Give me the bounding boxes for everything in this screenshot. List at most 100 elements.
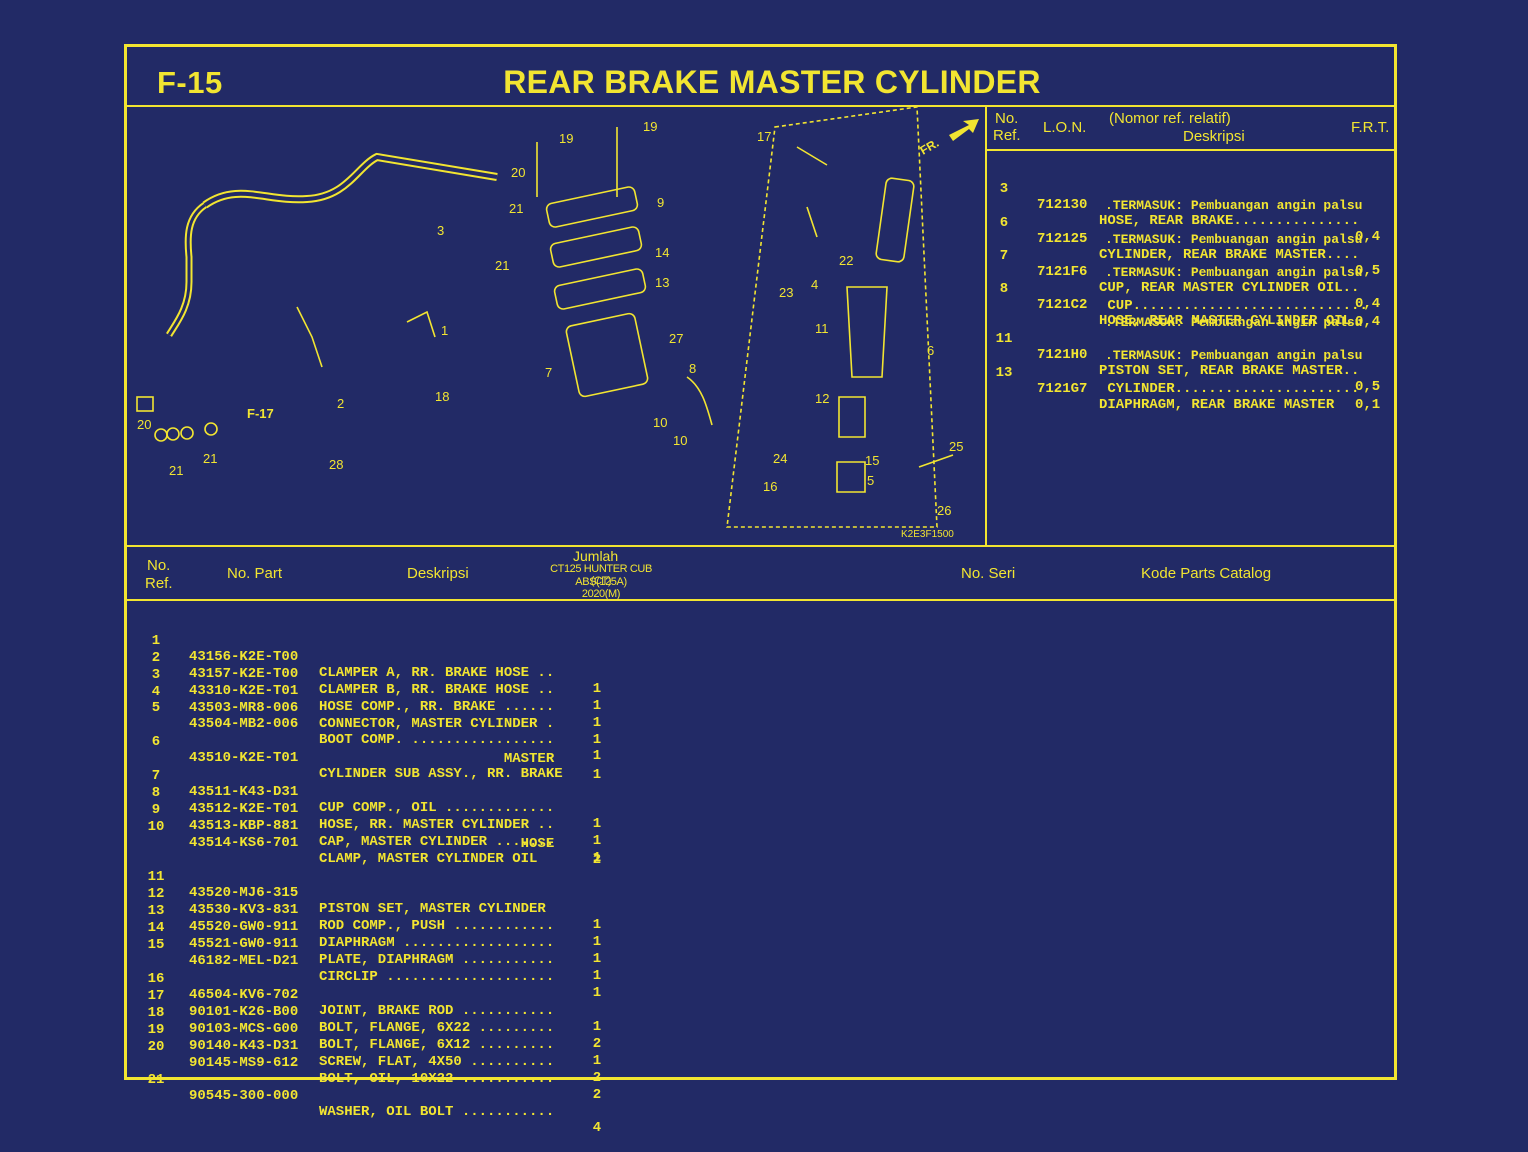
parts-header-ref: Ref. <box>145 575 173 592</box>
table-row: 2 43157-K2E-T00 CLAMPER B, RR. BRAKE HOS… <box>151 650 602 714</box>
diagram-bottom-divider <box>127 545 1394 547</box>
table-row: 4 43503-MR8-006 CONNECTOR, MASTER CYLIND… <box>151 684 602 748</box>
callout-20b: 20 <box>137 417 151 432</box>
callout-24: 24 <box>773 451 787 466</box>
lon-row-note: .TERMASUK: Pembuangan angin palsu <box>1105 348 1363 363</box>
table-row: 12 43530-KV3-831 ROD COMP., PUSH .......… <box>147 886 602 950</box>
table-row: 6 43510-K2E-T01 CYLINDER SUB ASSY., RR. … <box>151 734 563 782</box>
lon-row: 11 7121H0 PISTON SET, REAR BRAKE MASTER.… <box>995 331 1381 395</box>
front-arrow-icon <box>949 119 979 141</box>
parts-header-part: No. Part <box>227 565 283 582</box>
table-row: 14 45521-GW0-911 PLATE, DIAPHRAGM ......… <box>147 920 602 984</box>
page-title: REAR BRAKE MASTER CYLINDER <box>503 64 1041 100</box>
callout-4: 4 <box>811 277 818 292</box>
front-direction-label: FR. <box>918 136 942 158</box>
table-row: 8 43512-K2E-T01 HOSE, RR. MASTER CYLINDE… <box>151 785 602 849</box>
callout-26: 26 <box>937 503 951 518</box>
callout-25: 25 <box>949 439 963 454</box>
parts-header-seri: No. Seri <box>961 565 1016 582</box>
callout-10b: 10 <box>673 433 687 448</box>
callout-18: 18 <box>435 389 449 404</box>
callout-10a: 10 <box>653 415 667 430</box>
callout-27: 27 <box>669 331 683 346</box>
callout-6: 6 <box>927 343 934 358</box>
lon-row-continued: CYLINDER...................... 0,1 <box>1099 381 1381 413</box>
callout-21a: 21 <box>509 201 523 216</box>
parts-header-model: CT125 HUNTER CUB (CT) <box>550 563 652 587</box>
callout-14: 14 <box>655 245 669 260</box>
callout-21b: 21 <box>495 258 509 273</box>
callout-28: 28 <box>329 457 343 472</box>
callout-1: 1 <box>441 323 448 338</box>
callout-9: 9 <box>657 195 664 210</box>
callout-2: 2 <box>337 396 344 411</box>
lon-header-lon: L.O.N. <box>1043 119 1087 136</box>
table-row: 17 90101-K26-B00 BOLT, FLANGE, 6X22 ....… <box>147 988 602 1052</box>
callout-19b: 19 <box>643 119 657 134</box>
lon-row-note: .TERMASUK: Pembuangan angin palsu <box>1105 198 1363 213</box>
callout-17: 17 <box>757 129 771 144</box>
parts-header-variant: ABS(125A) <box>575 576 627 588</box>
exploded-parts-diagram: 19 19 17 20 21 9 3 21 14 13 22 23 4 1 27… <box>136 107 979 540</box>
callout-15: 15 <box>865 453 879 468</box>
callout-23: 23 <box>779 285 793 300</box>
lon-row: 8 7121C2 HOSE, REAR MASTER CYLINDER OIL <box>999 281 1352 329</box>
callout-21c: 21 <box>169 463 183 478</box>
parts-header-desc: Deskripsi <box>407 565 469 582</box>
parts-header-divider <box>127 599 1394 601</box>
table-row: 19 90140-K43-D31 SCREW, FLAT, 4X50 .....… <box>147 1022 602 1086</box>
table-row: 18 90103-MCS-G00 BOLT, FLANGE, 6X12 ....… <box>147 1005 602 1069</box>
callout-22: 22 <box>839 253 853 268</box>
table-row: 21 90545-300-000 WASHER, OIL BOLT ......… <box>147 1072 602 1136</box>
callout-13: 13 <box>655 275 669 290</box>
parts-header-jumlah: Jumlah <box>573 548 619 564</box>
table-row: 3 43310-K2E-T01 HOSE COMP., RR. BRAKE ..… <box>151 667 602 731</box>
lon-row: 7 7121F6 CUP, REAR MASTER CYLINDER OIL..… <box>999 248 1381 312</box>
lon-table-header: No. Ref. L.O.N. (Nomor ref. relatif) Des… <box>985 107 1397 151</box>
table-row: 11 43520-MJ6-315 PISTON SET, MASTER CYLI… <box>147 869 602 933</box>
table-row-continued: HOSE 2 <box>319 836 602 868</box>
diagram-divider <box>985 107 987 547</box>
table-row: 20 90145-MS9-612 BOLT, OIL, 10X22 ......… <box>147 1039 602 1103</box>
lon-row-note: .TERMASUK: Pembuangan angin palsu <box>1105 232 1363 247</box>
lon-header-frt: F.R.T. <box>1351 119 1390 136</box>
callout-5: 5 <box>867 473 874 488</box>
table-row: 10 43514-KS6-701 CLAMP, MASTER CYLINDER … <box>147 819 538 867</box>
table-row: 1 43156-K2E-T00 CLAMPER A, RR. BRAKE HOS… <box>151 633 602 697</box>
lon-header-no: No. <box>995 110 1019 127</box>
callout-f17: F-17 <box>247 406 274 421</box>
table-row: 15 46182-MEL-D21 CIRCLIP ...............… <box>147 937 602 1001</box>
lon-header-ref: Ref. <box>993 127 1021 144</box>
figure-code: F-15 <box>157 65 223 100</box>
lon-row: 13 7121G7 DIAPHRAGM, REAR BRAKE MASTER <box>995 365 1335 413</box>
parts-catalog-sheet: F-15 REAR BRAKE MASTER CYLINDER <box>124 44 1397 1136</box>
callout-7: 7 <box>545 365 552 380</box>
lon-header-desc-top: (Nomor ref. relatif) <box>1109 110 1231 127</box>
lon-row-note: .TERMASUK: Pembuangan angin palsu <box>1105 315 1363 330</box>
lon-header-divider <box>985 149 1394 151</box>
figure-id: K2E3F1500 <box>901 529 954 540</box>
table-row: 13 45520-GW0-911 DIAPHRAGM .............… <box>147 903 602 967</box>
callout-11: 11 <box>815 321 829 336</box>
lon-row: 6 712125 CYLINDER, REAR BRAKE MASTER....… <box>999 215 1381 279</box>
callout-19a: 19 <box>559 131 573 146</box>
lon-row: 3 712130 HOSE, REAR BRAKE...............… <box>999 181 1381 245</box>
callout-20a: 20 <box>511 165 525 180</box>
parts-header-no: No. <box>147 557 171 574</box>
table-row: 16 46504-KV6-702 JOINT, BRAKE ROD ......… <box>147 971 602 1035</box>
callout-21d: 21 <box>203 451 217 466</box>
table-row: 7 43511-K43-D31 CUP COMP., OIL .........… <box>151 768 602 832</box>
callout-8: 8 <box>689 361 696 376</box>
lon-header-desc: Deskripsi <box>1183 128 1245 145</box>
parts-header-kode: Kode Parts Catalog <box>1141 565 1272 582</box>
lon-row-note: .TERMASUK: Pembuangan angin palsu <box>1105 265 1363 280</box>
callout-3: 3 <box>437 223 444 238</box>
lon-row-continued: CUP............................ 0,4 <box>1099 298 1381 330</box>
callout-16: 16 <box>763 479 777 494</box>
callout-12: 12 <box>815 391 829 406</box>
table-row: 9 43513-KBP-881 CAP, MASTER CYLINDER ...… <box>151 802 602 866</box>
table-row: 5 43504-MB2-006 BOOT COMP. .............… <box>151 700 602 764</box>
parts-table-header: No. Ref. No. Part Deskripsi Jumlah CT125… <box>127 547 1397 601</box>
parts-header-year: 2020(M) <box>581 588 621 600</box>
table-row-continued: MASTER 1 <box>319 751 602 783</box>
